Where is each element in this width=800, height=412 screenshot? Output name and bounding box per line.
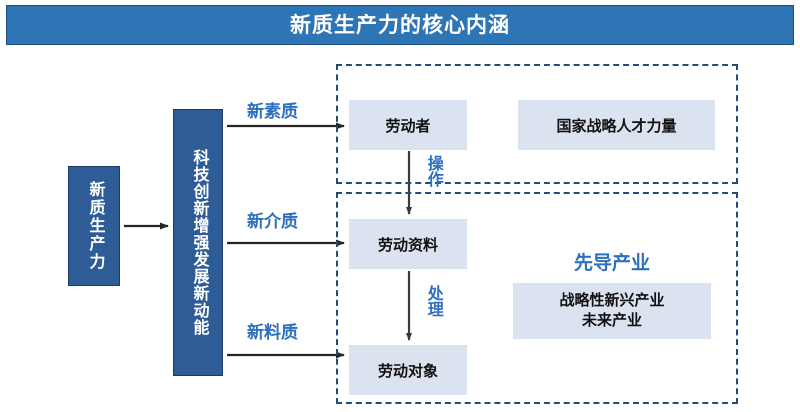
box-national-strategic-talent[interactable]: 国家战略人才力量 <box>518 100 715 150</box>
flow-label-process: 处理 <box>424 285 442 317</box>
box-labor-object-label: 劳动对象 <box>377 362 438 380</box>
driver-box-label: 科技创新增强发展新动能 <box>190 149 208 336</box>
root-box-new-quality-productivity[interactable]: 新质生产力 <box>68 166 120 286</box>
box-laborer[interactable]: 劳动者 <box>349 100 467 150</box>
root-box-label: 新质生产力 <box>86 181 104 271</box>
driver-box-tech-innovation[interactable]: 科技创新增强发展新动能 <box>173 109 223 376</box>
box-national-strategic-talent-label: 国家战略人才力量 <box>556 117 677 135</box>
group-container-labor-means-objects <box>336 192 738 404</box>
branch-label-new-medium: 新介质 <box>247 212 298 231</box>
branch-label-new-material: 新料质 <box>247 323 298 342</box>
branch-label-new-attribute: 新素质 <box>247 102 298 121</box>
box-labor-means[interactable]: 劳动资料 <box>349 219 467 269</box>
box-labor-object[interactable]: 劳动对象 <box>349 345 467 395</box>
box-leading-industries-line-2: 未来产业 <box>581 312 642 329</box>
box-leading-industries-line-1: 战略性新兴产业 <box>559 291 665 309</box>
box-laborer-label: 劳动者 <box>385 117 431 135</box>
flow-label-operate: 操作 <box>424 155 442 187</box>
box-labor-means-label: 劳动资料 <box>377 236 438 254</box>
group-container-labor-force <box>336 64 738 184</box>
diagram-title-bar: 新质生产力的核心内涵 <box>6 5 794 45</box>
leading-industry-heading: 先导产业 <box>573 253 650 274</box>
page-title: 新质生产力的核心内涵 <box>290 13 510 37</box>
box-leading-industries[interactable]: 战略性新兴产业 未来产业 <box>513 283 711 339</box>
